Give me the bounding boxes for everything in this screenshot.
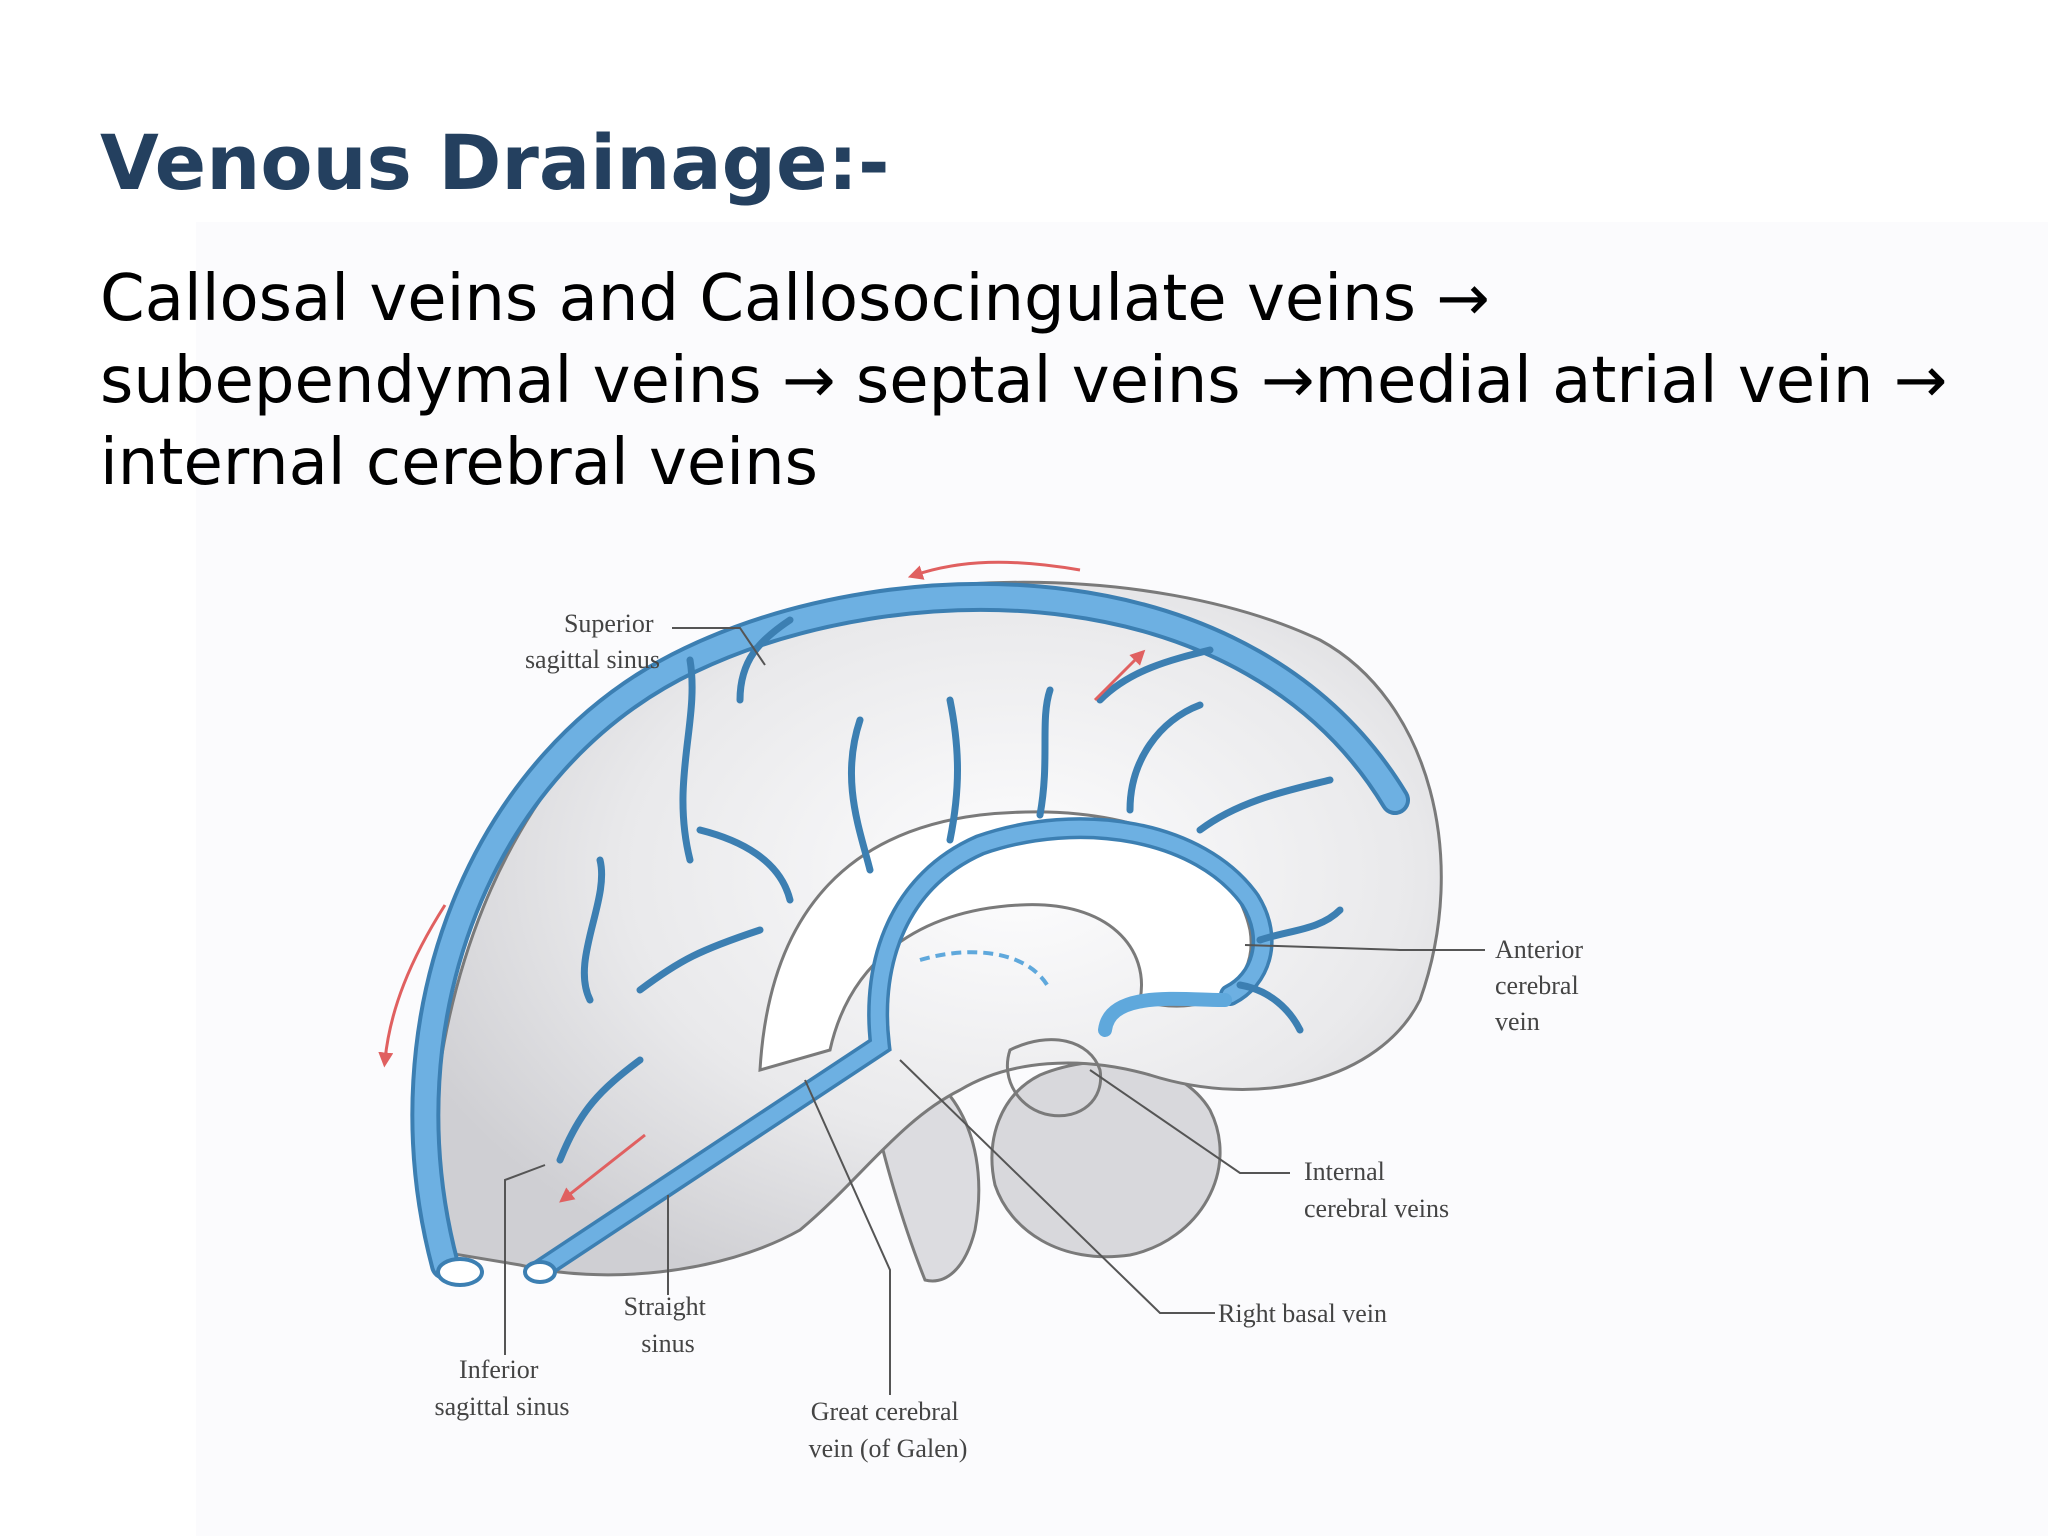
anterior-cerebral-vein-vessel (1098, 991, 1232, 1037)
label-great-cerebral-vein: Great cerebral vein (of Galen) (809, 1397, 968, 1463)
fornix-dashed (919, 950, 1052, 991)
flow-arrows (378, 560, 1146, 1203)
label-anterior-cerebral-vein: Anterior cerebral vein (1495, 935, 1590, 1036)
flow-arrow-left (378, 904, 447, 1068)
label-internal-cerebral-veins: Internal cerebral veins (1304, 1157, 1449, 1223)
flow-arrow-bottom (559, 1133, 646, 1203)
label-right-basal-vein: Right basal vein (1218, 1299, 1387, 1328)
slide-body-text: Callosal veins and Callosocingulate vein… (100, 262, 1948, 500)
flow-arrow-upper-right (1093, 649, 1146, 702)
label-straight-sinus: Straight sinus (624, 1292, 713, 1358)
sinus-cut-end-outer (436, 1257, 484, 1287)
cerebellum-shape (990, 1060, 1222, 1259)
label-inferior-sagittal-sinus: Inferior sagittal sinus (434, 1355, 569, 1421)
sinus-cut-end-inner (523, 1260, 557, 1284)
label-superior-sagittal-sinus: Superior sagittal sinus (525, 609, 660, 674)
leader-lines (504, 627, 1485, 1395)
slide-title: Venous Drainage:- (100, 118, 890, 207)
cortical-veins (556, 616, 1344, 1164)
flow-arrow-top (907, 560, 1081, 580)
thalamus-outline (1005, 1038, 1103, 1118)
